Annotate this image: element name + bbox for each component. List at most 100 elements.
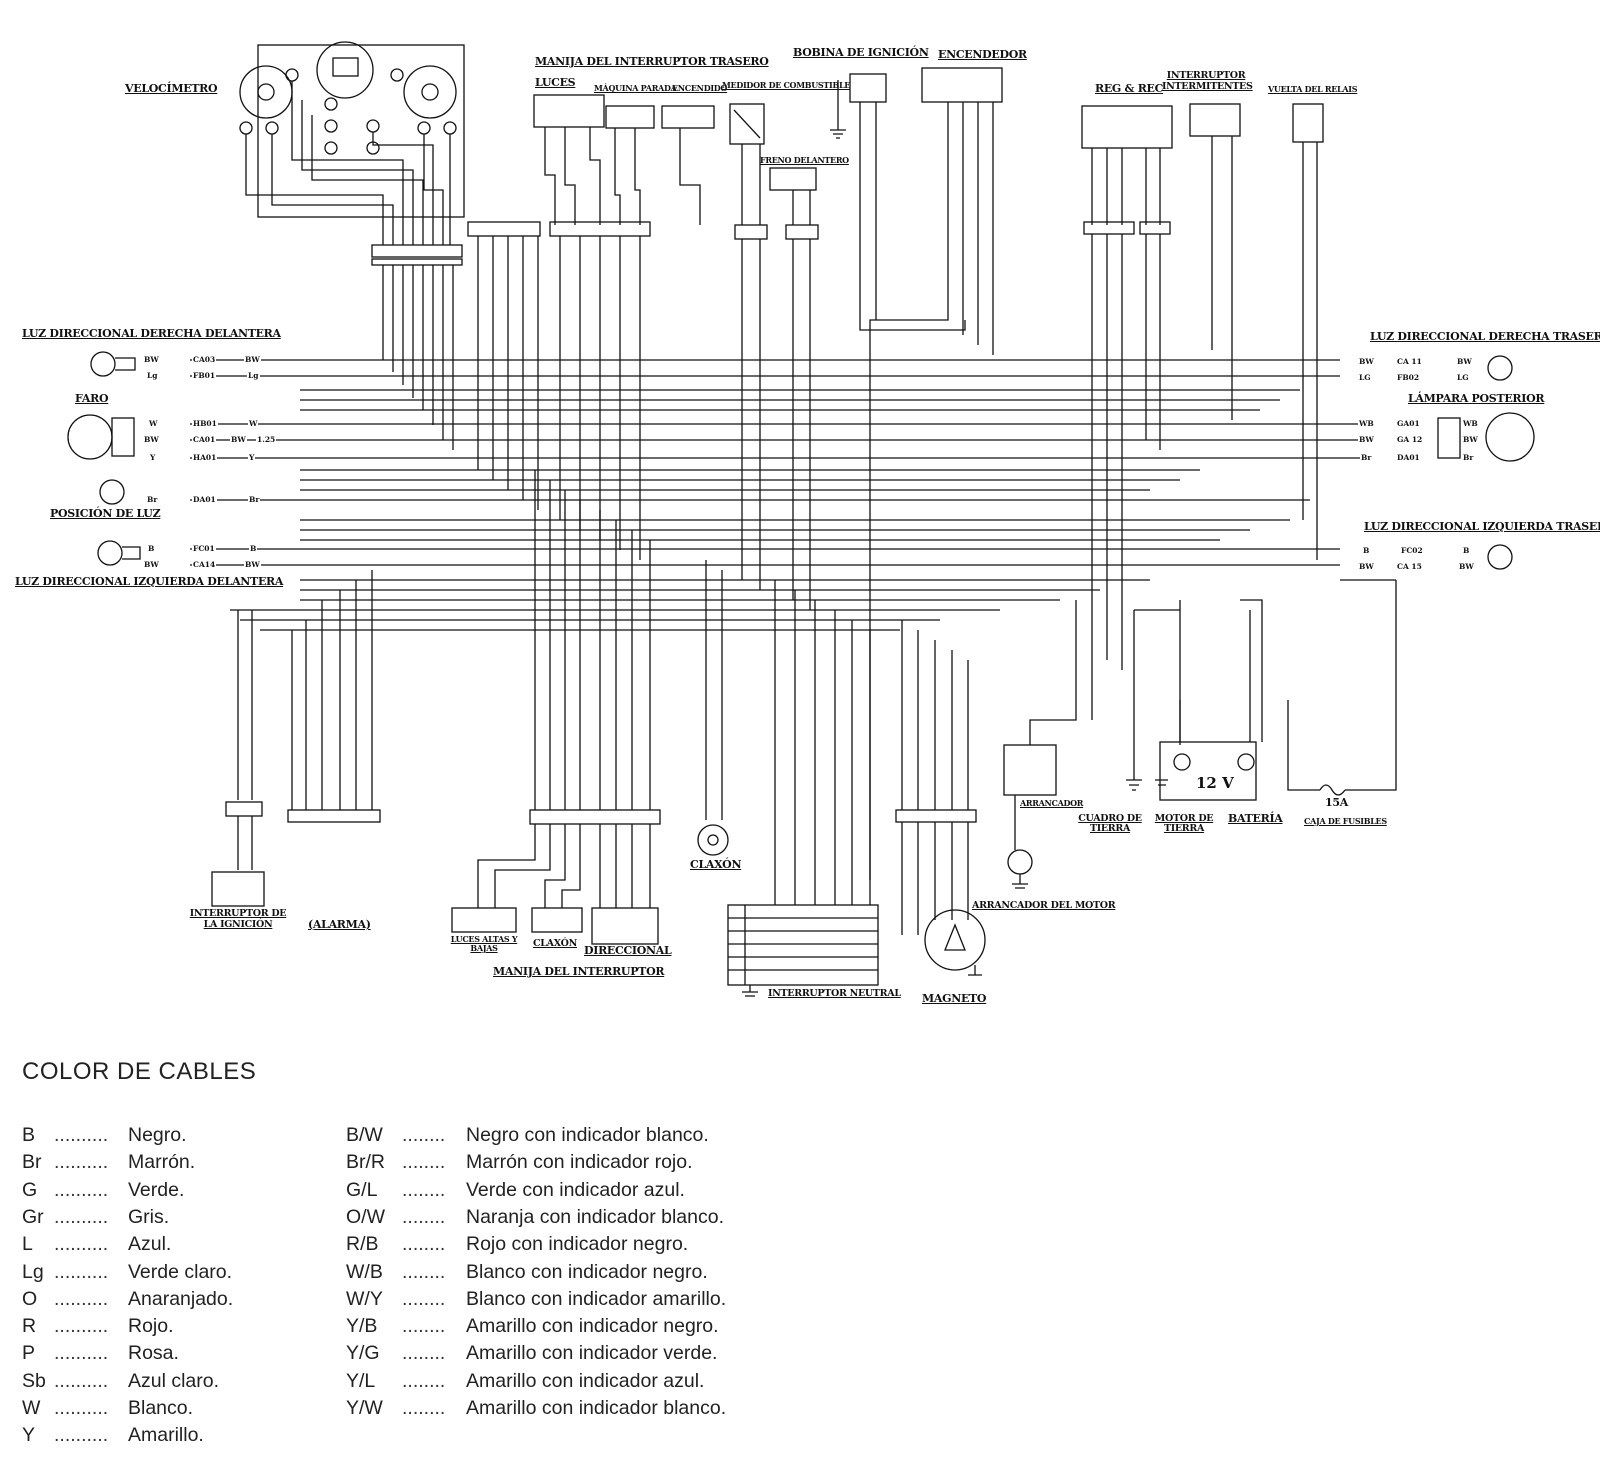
wire-tag: FB02 [1396, 373, 1421, 382]
legend-name: Blanco con indicador amarillo. [466, 1287, 727, 1310]
legend-row: B..........Negro. [22, 1124, 482, 1148]
legend-row: R..........Rojo. [22, 1315, 482, 1339]
tail-lamp-label: LÁMPARA POSTERIOR [1408, 392, 1545, 405]
speedometer-lamp-left [239, 65, 293, 119]
legend-dots: ........ [402, 1124, 446, 1146]
wire-tag: W [148, 419, 159, 428]
legend-row: R/B........Rojo con indicador negro. [346, 1233, 806, 1257]
relay-label: VUELTA DEL RELAIS [1268, 84, 1358, 94]
position-light-label: POSICIÓN DE LUZ [50, 507, 161, 520]
magneto-label: MAGNETO [922, 992, 987, 1005]
wire-tag: LG [1456, 373, 1470, 382]
igniter-label: ENCENDEDOR [938, 48, 1027, 61]
front-right-turn-label: LUZ DIRECCIONAL DERECHA DELANTERA [22, 327, 281, 340]
legend-dots: .......... [54, 1315, 109, 1338]
wire-tag: CA01 [192, 435, 217, 444]
legend-name: Verde claro. [128, 1260, 233, 1283]
wire-tag: BW [1456, 357, 1473, 366]
horn-switch-label: CLAXÓN [533, 938, 577, 949]
wire-tag: BW [143, 560, 160, 569]
legend-row: Br.......... Marrón. [22, 1151, 482, 1175]
legend-dots: .......... [54, 1424, 109, 1447]
wiring-diagram: VELOCÍMETRO MANIJA DEL INTERRUPTOR TRASE… [15, 41, 1600, 1005]
legend-dots: ........ [402, 1287, 446, 1310]
legend-dots: ........ [402, 1260, 446, 1283]
legend-name: Azul claro. [128, 1369, 220, 1392]
legend-dots: ........ [402, 1369, 446, 1392]
legend-code: Y/G [346, 1342, 380, 1365]
legend-dots: .......... [54, 1369, 109, 1392]
legend-row: Br/R........Marrón con indicador rojo. [346, 1151, 806, 1175]
wire-tag: B [1462, 546, 1471, 555]
legend-code: B/W [346, 1124, 383, 1146]
legend-code: Sb [22, 1369, 46, 1392]
wire-tag: LG [1358, 373, 1372, 382]
wire-tag: BW [1462, 435, 1479, 444]
legend-code: G [22, 1178, 38, 1201]
legend-code: Lg [22, 1260, 44, 1283]
legend-dots: ........ [402, 1178, 446, 1201]
legend-code: Br [22, 1151, 42, 1174]
wire-tag: Y [248, 453, 256, 462]
legend-code: W [22, 1397, 41, 1419]
wire-tag: WB [1358, 419, 1375, 428]
wire-tag: B [1362, 546, 1371, 555]
legend-row: Lg.......... Verde claro. [22, 1261, 482, 1285]
speedometer-lamp-right [403, 65, 457, 119]
legend-dots: .......... [54, 1151, 109, 1174]
legend-code: Y/L [346, 1369, 376, 1392]
legend-dots: .......... [54, 1260, 109, 1283]
legend-name: Verde con indicador azul. [466, 1178, 685, 1201]
headlight-label: FARO [75, 392, 109, 405]
legend-code: Gr [22, 1205, 44, 1228]
legend-code: Y/B [346, 1315, 378, 1338]
legend-dots: .......... [54, 1233, 109, 1256]
wiring-lines [67, 41, 1535, 997]
legend-name: Rojo con indicador negro. [466, 1233, 689, 1256]
frame-ground-label: CUADRO DE TIERRA [1078, 813, 1142, 834]
ignition-coil-label: BOBINA DE IGNICIÓN [793, 46, 929, 59]
front-left-turn-label: LUZ DIRECCIONAL IZQUIERDA DELANTERA [15, 575, 284, 588]
turn-switch-label: DIRECCIONAL [584, 944, 672, 957]
legend-dots: .......... [54, 1124, 109, 1146]
wire-tag: B [249, 544, 258, 553]
horn-label: CLAXÓN [690, 858, 742, 871]
wire-tag: BW [230, 435, 247, 444]
legend-dots: .......... [54, 1287, 109, 1310]
motor-ground-label: MOTOR DE TIERRA [1154, 813, 1214, 834]
legend-name: Blanco. [128, 1397, 194, 1419]
legend-row: Y/L........ Amarillo con indicador azul. [346, 1370, 806, 1394]
legend-title: COLOR DE CABLES [22, 1058, 257, 1085]
legend-code: R/B [346, 1233, 379, 1256]
legend-code: Br/R [346, 1151, 385, 1174]
legend-row: P..........Rosa. [22, 1342, 482, 1366]
legend-name: Negro. [128, 1124, 187, 1146]
legend-name: Blanco con indicador negro. [466, 1260, 708, 1283]
legend-row: Gr..........Gris. [22, 1206, 482, 1230]
wire-tag: BW [143, 435, 160, 444]
battery-voltage: 12 V [1196, 774, 1234, 792]
lights-label: LUCES [535, 76, 576, 89]
wire-tag: 1.25 [256, 435, 277, 444]
legend-row: G..........Verde. [22, 1179, 482, 1203]
speedometer-frame [257, 44, 465, 218]
fuel-gauge-label: MEDIDOR DE COMBUSTIBLE [722, 80, 851, 90]
legend-row: O/W........Naranja con indicador blanco. [346, 1206, 806, 1230]
wire-tag: Br [248, 495, 261, 504]
legend-code: L [22, 1233, 33, 1256]
legend-name: Marrón. [128, 1151, 196, 1174]
legend-row: W..........Blanco. [22, 1397, 482, 1421]
speedometer-label: VELOCÍMETRO [125, 82, 218, 95]
legend-name: Verde. [128, 1178, 185, 1201]
legend-name: Amarillo con indicador azul. [466, 1369, 705, 1392]
speedometer-gauge [316, 41, 374, 99]
wire-tag: FC01 [192, 544, 216, 553]
wire-tag: GA 12 [1396, 435, 1424, 444]
wire-tag: HB01 [192, 419, 218, 428]
wire-tag: BW [244, 355, 261, 364]
starter-motor-label: ARRANCADOR DEL MOTOR [972, 900, 1116, 911]
legend-row: W/Y........Blanco con indicador amarillo… [346, 1288, 806, 1312]
legend-dots: ........ [402, 1205, 446, 1228]
legend-dots: ........ [402, 1151, 446, 1174]
legend-dots: ........ [402, 1315, 446, 1338]
